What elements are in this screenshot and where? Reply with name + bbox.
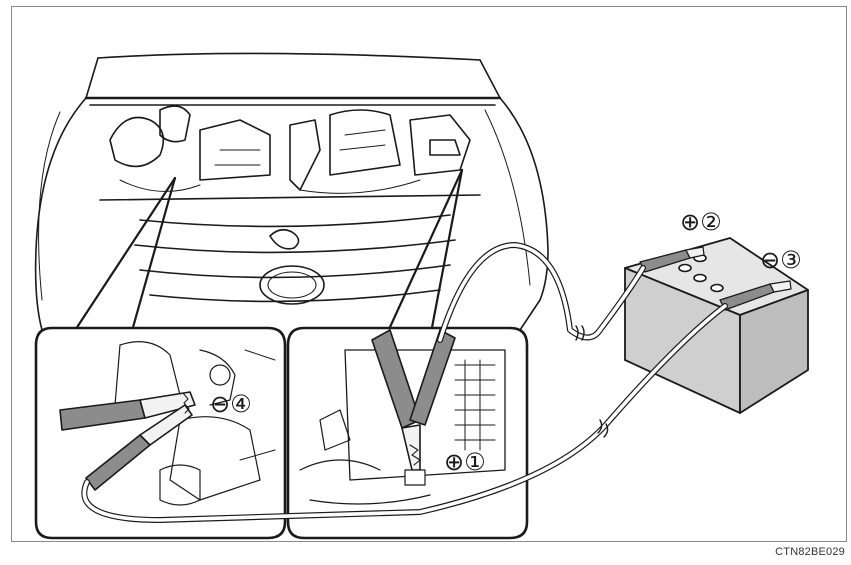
figure-code: CTN82BE029 [775, 546, 845, 558]
inset-ground-point [34, 326, 287, 540]
negative-clamp-ground [59, 391, 196, 491]
booster-battery [624, 237, 809, 414]
inset-positive-terminal [286, 326, 529, 540]
jumper-cables [81, 242, 728, 523]
positive-clamp-vehicle [371, 329, 456, 486]
label-negative-3: ⊖③ [760, 246, 802, 274]
callout-lines [68, 168, 464, 340]
label-positive-2: ⊕② [680, 208, 722, 236]
label-positive-1: ⊕① [444, 448, 486, 476]
label-negative-4: ⊖④ [210, 390, 252, 418]
car-front [34, 52, 549, 346]
